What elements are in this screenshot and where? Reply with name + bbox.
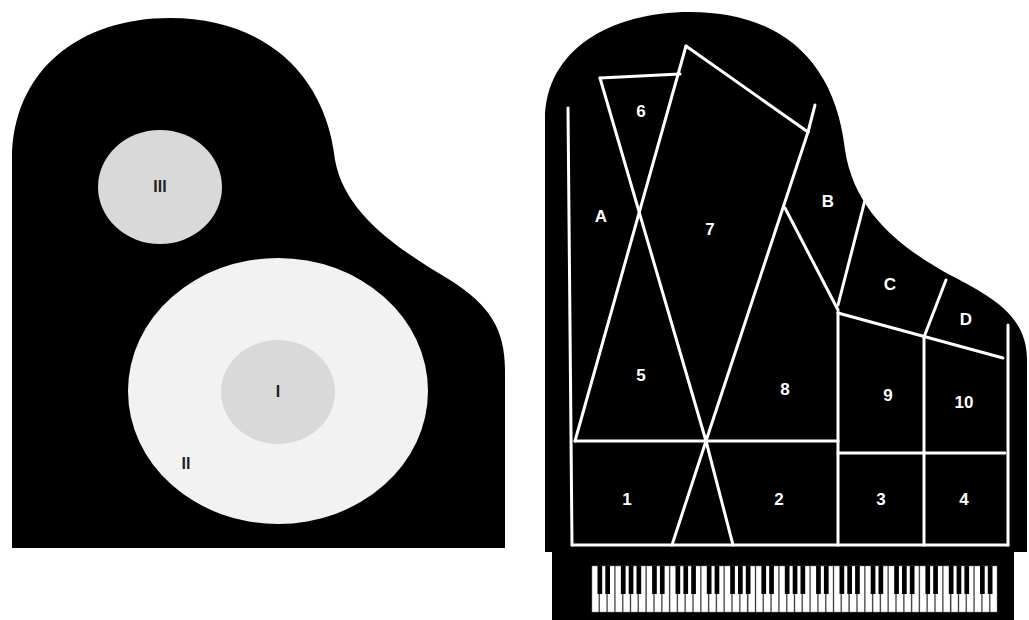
ellipse-zone: I	[221, 340, 335, 444]
region-lines	[568, 46, 1008, 545]
region-label: 10	[955, 393, 974, 413]
region-label: 3	[876, 490, 885, 510]
keyboard-case	[552, 550, 1014, 620]
region-label: C	[884, 275, 896, 295]
region-label: 4	[959, 490, 968, 510]
region-label: 7	[705, 220, 714, 240]
region-label: 8	[780, 380, 789, 400]
piano-silhouette-left	[12, 18, 505, 548]
zone-label: III	[153, 178, 166, 196]
piano-silhouette-right	[545, 12, 1027, 552]
region-label: 5	[636, 366, 645, 386]
region-label: 9	[883, 386, 892, 406]
ellipse-zone: III	[128, 258, 428, 524]
region-label: 1	[622, 490, 631, 510]
region-label: D	[960, 310, 972, 330]
ellipse-zone: III	[98, 130, 222, 244]
region-label: A	[595, 207, 607, 227]
region-label: B	[822, 192, 834, 212]
zone-label: II	[182, 455, 191, 473]
zone-label: I	[276, 383, 280, 401]
keyboard-keys	[592, 566, 997, 612]
region-label: 2	[774, 490, 783, 510]
region-label: 6	[636, 102, 645, 122]
